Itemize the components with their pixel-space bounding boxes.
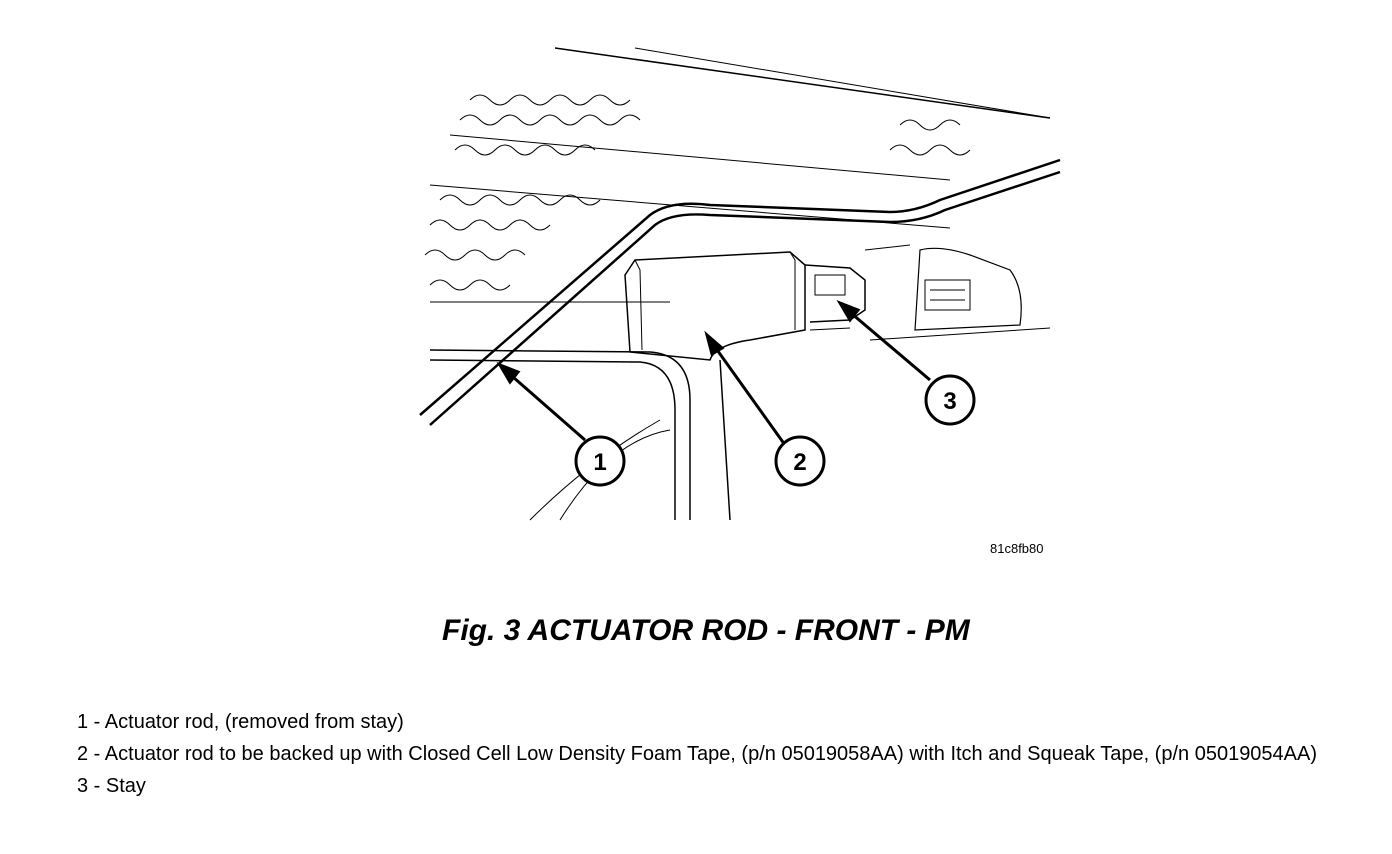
figure-caption: Fig. 3 ACTUATOR ROD - FRONT - PM [442, 614, 970, 647]
legend-list: 1 - Actuator rod, (removed from stay) 2 … [77, 710, 1337, 806]
callout-3-label: 3 [943, 388, 956, 415]
legend-item-2: 2 - Actuator rod to be backed up with Cl… [77, 743, 1318, 765]
callout-1-label: 1 [593, 449, 606, 476]
figure-id-label: 81c8fb80 [990, 541, 1044, 556]
callout-1-circle [574, 435, 626, 487]
callout-3-circle [924, 374, 976, 426]
legend-item-3: 3 - Stay [77, 775, 146, 797]
callout-2-circle [774, 435, 826, 487]
line-drawing: 1 2 3 [419, 47, 1061, 521]
legend-item-1: 1 - Actuator rod, (removed from stay) [77, 711, 404, 733]
actuator-rod-illustration: 1 2 3 [410, 40, 1070, 530]
callout-2-label: 2 [793, 449, 806, 476]
